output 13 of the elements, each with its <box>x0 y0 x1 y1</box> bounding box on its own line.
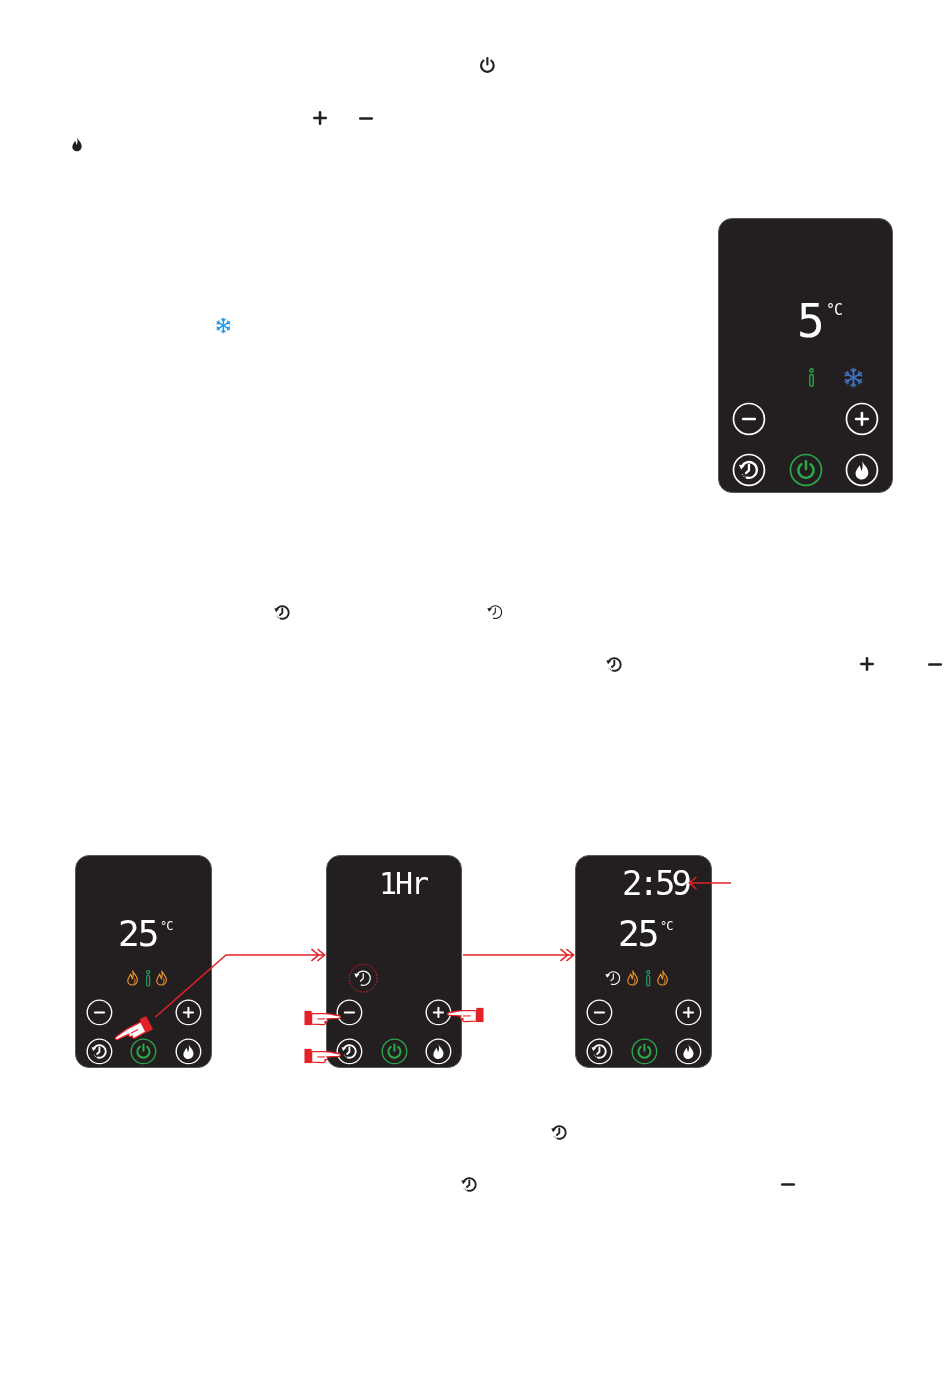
temperature-display: 25 <box>118 916 158 952</box>
unit-text: °C <box>826 303 843 318</box>
timer-display: 2:59 <box>622 866 688 900</box>
control-panel <box>575 855 712 1068</box>
arrow <box>688 876 732 890</box>
control-panel <box>718 218 893 493</box>
unit-text: °C <box>660 920 673 932</box>
temperature-display: 5 <box>797 298 825 344</box>
control-panel <box>326 855 462 1068</box>
timer-display: 1Hr <box>379 869 428 899</box>
control-panel <box>75 855 212 1068</box>
temperature-display: 25 <box>618 916 658 952</box>
unit-text: °C <box>160 920 173 932</box>
